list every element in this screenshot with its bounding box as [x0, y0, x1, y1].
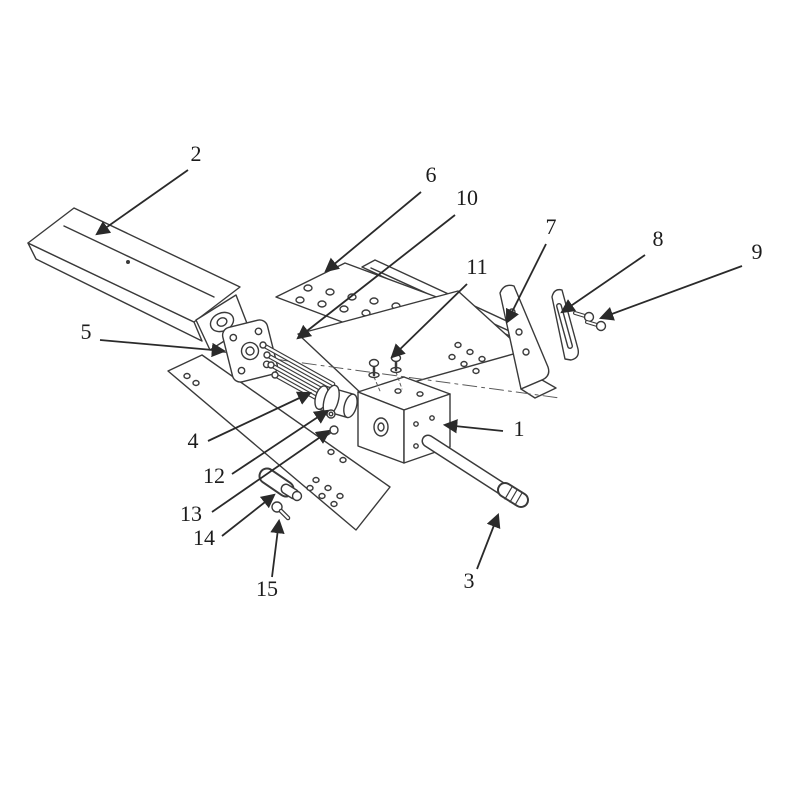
callout-arrow-6	[324, 191, 422, 273]
callout-arrow-5	[99, 339, 227, 358]
callout-arrow-14	[221, 493, 276, 537]
callout-3: 3	[464, 512, 501, 593]
callout-label-10: 10	[456, 185, 478, 210]
callout-arrow-8	[560, 254, 646, 314]
coupler-nut	[326, 409, 336, 419]
callout-label-5: 5	[81, 319, 92, 344]
callouts: 2 6 10 7 8 9 11 5	[81, 141, 763, 601]
callout-7: 7	[506, 214, 557, 324]
callout-label-14: 14	[193, 525, 215, 550]
flange-plate	[221, 319, 279, 383]
coupler	[314, 384, 358, 419]
callout-2: 2	[95, 141, 202, 236]
bolt-holes	[394, 388, 435, 449]
callout-arrow-10	[296, 214, 456, 340]
callout-label-8: 8	[653, 226, 664, 251]
callout-label-13: 13	[180, 501, 202, 526]
callout-arrow-13	[211, 429, 331, 513]
callout-14: 14	[193, 493, 276, 550]
callout-label-11: 11	[466, 254, 487, 279]
callout-label-2: 2	[191, 141, 202, 166]
callout-4: 4	[188, 391, 312, 453]
callout-8: 8	[560, 226, 664, 314]
callout-arrow-12	[231, 409, 329, 475]
bolt-holes	[448, 341, 486, 375]
plunger-valve	[258, 467, 303, 502]
callout-arrow-1	[442, 419, 504, 434]
callout-label-7: 7	[546, 214, 557, 239]
callout-9: 9	[598, 239, 763, 321]
callout-5: 5	[81, 319, 227, 358]
bolt-holes	[229, 327, 271, 375]
valve-screw	[271, 501, 291, 521]
callout-label-12: 12	[203, 463, 225, 488]
callout-label-4: 4	[188, 428, 199, 453]
callout-arrow-7	[506, 243, 547, 324]
callout-label-6: 6	[426, 162, 437, 187]
callout-arrow-4	[207, 391, 312, 442]
callout-label-1: 1	[514, 416, 525, 441]
callout-11: 11	[390, 254, 488, 359]
callout-12: 12	[203, 409, 329, 488]
callout-10: 10	[296, 185, 478, 340]
gear-block	[357, 376, 451, 464]
callout-label-9: 9	[752, 239, 763, 264]
callout-arrow-9	[598, 265, 743, 321]
callout-15: 15	[256, 518, 285, 601]
wedge-block	[27, 207, 249, 351]
callout-arrow-15	[270, 518, 285, 578]
callout-13: 13	[180, 429, 331, 526]
drive-shaft	[421, 434, 529, 508]
callout-label-3: 3	[464, 568, 475, 593]
callout-1: 1	[442, 416, 525, 441]
callout-label-15: 15	[256, 576, 278, 601]
fitting-nut	[323, 425, 339, 438]
callout-6: 6	[324, 162, 437, 273]
callout-arrow-2	[95, 169, 189, 236]
bolt-holes	[183, 372, 347, 508]
screws	[573, 311, 607, 332]
slotted-strap	[551, 288, 580, 361]
top-bolts	[368, 353, 403, 392]
callout-arrow-3	[476, 512, 501, 570]
callout-arrow-11	[390, 283, 468, 359]
